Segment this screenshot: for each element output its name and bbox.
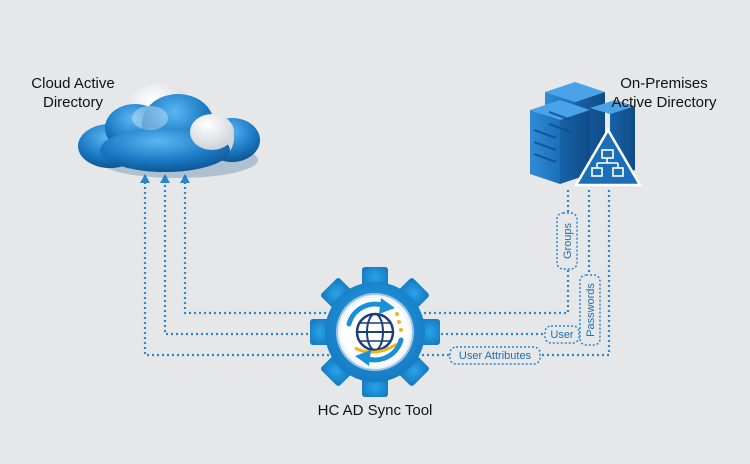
server-icon [530, 82, 643, 187]
tag-user-attributes-label: User Attributes [459, 350, 532, 362]
arrowhead-3 [180, 174, 190, 183]
cloud-title-line-1: Cloud Active [31, 75, 115, 92]
tag-groups-label: Groups [562, 222, 574, 259]
sync-tool-label: HC AD Sync Tool [317, 402, 433, 419]
globe-icon [354, 312, 398, 354]
cloud-icon [78, 84, 260, 178]
cloud-title-line-2: Directory [42, 94, 103, 111]
cloud-arrowheads [140, 174, 190, 183]
tag-passwords: Passwords [579, 274, 601, 346]
tag-groups: Groups [556, 212, 578, 270]
arrowhead-1 [140, 174, 150, 183]
onprem-title-line-2: Active Directory [611, 94, 717, 111]
tag-passwords-label: Passwords [585, 283, 597, 337]
tag-user-attributes: User Attributes [449, 346, 541, 365]
tag-user: User [544, 325, 580, 344]
sync-gear-icon [310, 267, 440, 397]
cloud-title: Cloud Active Directory [14, 74, 132, 112]
tag-user-label: User [550, 329, 574, 341]
arrowhead-2 [160, 174, 170, 183]
onprem-title: On-Premises Active Directory [600, 74, 728, 112]
onprem-title-line-1: On-Premises [620, 75, 708, 92]
